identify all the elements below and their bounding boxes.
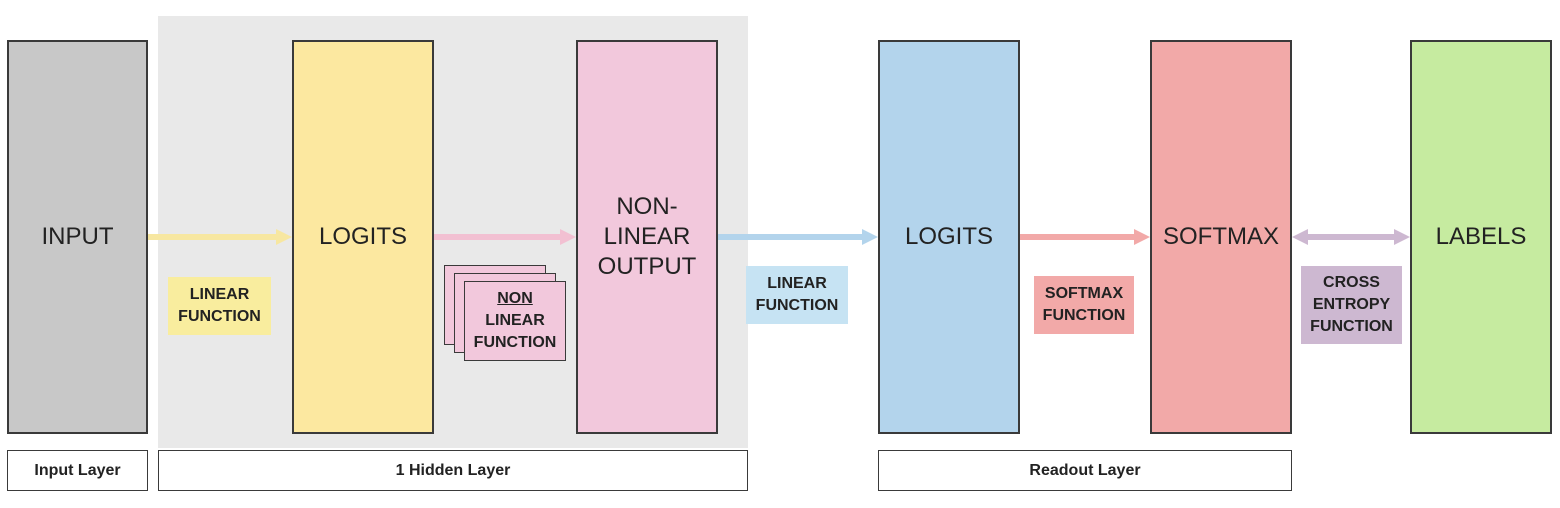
nonlinear-output-block: NON- LINEAR OUTPUT xyxy=(576,40,718,434)
linear-function-tag-1: LINEAR FUNCTION xyxy=(168,277,271,335)
input-layer-label: Input Layer xyxy=(7,450,148,491)
hidden-layer-label: 1 Hidden Layer xyxy=(158,450,748,491)
logits-hidden-block: LOGITS xyxy=(292,40,434,434)
arrow-logits-to-softmax xyxy=(1020,229,1150,245)
arrow-softmax-labels xyxy=(1292,229,1410,245)
nonlinear-function-line1: NON xyxy=(497,290,533,307)
input-block: INPUT xyxy=(7,40,148,434)
nonlinear-function-line3: FUNCTION xyxy=(473,334,557,351)
labels-block: LABELS xyxy=(1410,40,1552,434)
nonlinear-function-tag: NON LINEAR FUNCTION xyxy=(464,281,566,361)
softmax-function-tag: SOFTMAX FUNCTION xyxy=(1034,276,1134,334)
linear-function-tag-2: LINEAR FUNCTION xyxy=(746,266,848,324)
nonlinear-function-line2: LINEAR xyxy=(485,312,545,329)
arrow-logits-to-nonlinear xyxy=(434,229,576,245)
cross-entropy-function-tag: CROSS ENTROPY FUNCTION xyxy=(1301,266,1402,344)
arrow-input-to-logits xyxy=(148,229,292,245)
arrow-nonlinear-to-readout xyxy=(718,229,878,245)
readout-layer-label: Readout Layer xyxy=(878,450,1292,491)
softmax-block: SOFTMAX xyxy=(1150,40,1292,434)
logits-readout-block: LOGITS xyxy=(878,40,1020,434)
